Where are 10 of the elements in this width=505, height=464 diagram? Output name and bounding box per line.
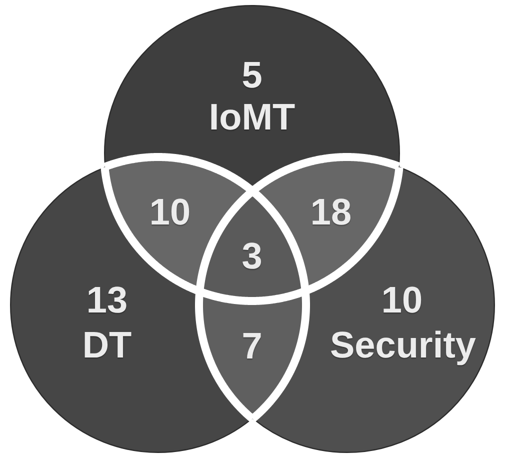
set-name: IoMT	[208, 98, 296, 136]
set-name: Security	[330, 326, 476, 364]
overlap-count: 3	[242, 238, 262, 274]
overlap-count: 7	[242, 328, 262, 364]
overlap-count: 18	[310, 194, 352, 230]
count-number: 13	[86, 282, 128, 318]
overlap-count: 10	[149, 194, 191, 230]
count-number: 5	[242, 56, 262, 94]
count-number: 10	[381, 282, 423, 318]
set-name: DT	[82, 326, 132, 364]
